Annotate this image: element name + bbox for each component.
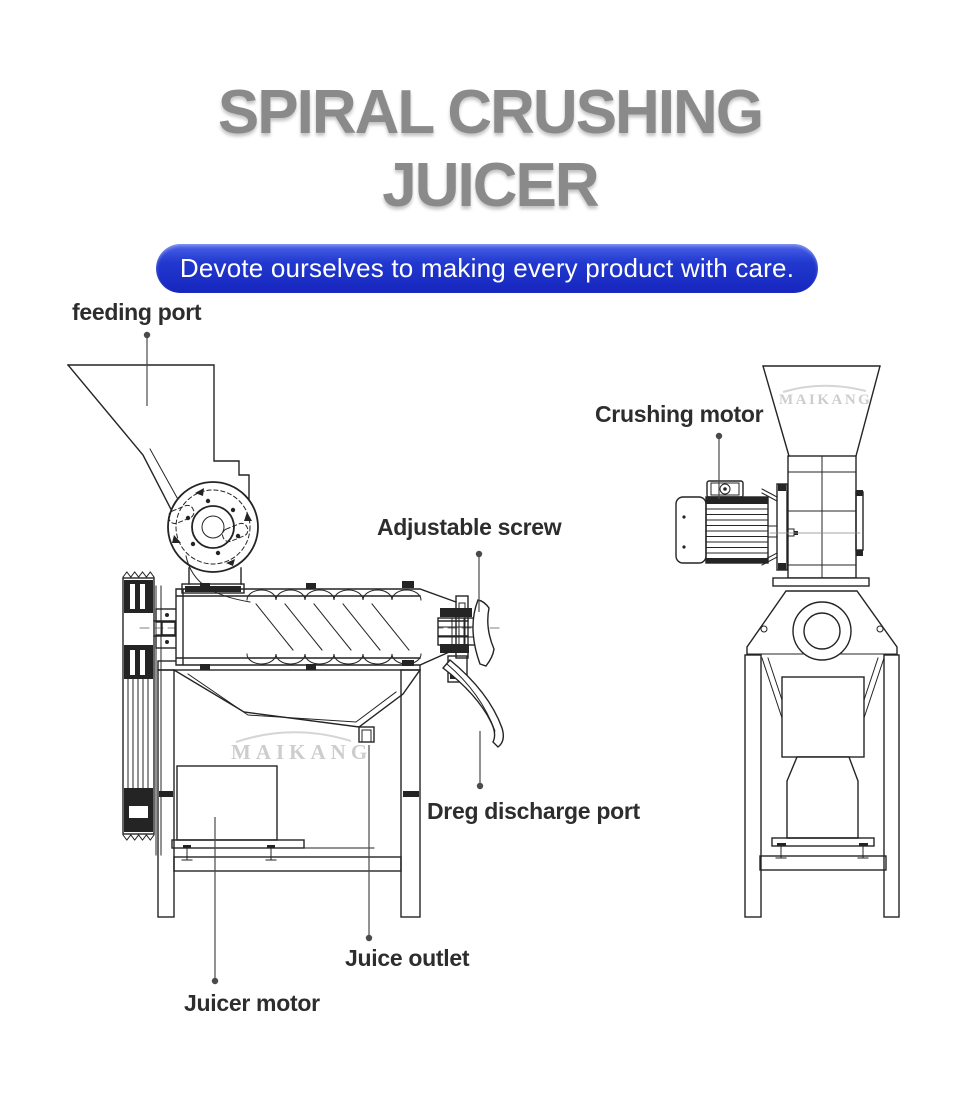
belt-pulley — [122, 571, 155, 841]
slogan-banner: Devote ourselves to making every product… — [156, 244, 818, 293]
label-crushing-motor: Crushing motor — [595, 401, 764, 427]
adjustable-screw-assembly — [437, 595, 495, 667]
crushing-motor-body — [675, 480, 861, 564]
label-dreg-discharge-port: Dreg discharge port — [427, 798, 640, 824]
page-title: SPIRAL CRUSHING JUICER — [0, 76, 980, 222]
watermarks: MAIKANG MAIKANG — [231, 384, 872, 764]
front-stand — [744, 577, 900, 918]
dreg-chute — [441, 655, 505, 748]
side-frame — [157, 660, 421, 918]
slogan-text: Devote ourselves to making every product… — [179, 253, 795, 283]
juicer-motor-box — [171, 765, 375, 861]
label-adjustable-screw: Adjustable screw — [377, 514, 562, 540]
label-juice-outlet: Juice outlet — [345, 945, 470, 971]
leader-lines — [143, 331, 723, 985]
side-view — [67, 364, 505, 918]
pulley-support — [155, 585, 162, 856]
press-barrel — [175, 555, 457, 670]
front-hopper — [762, 365, 881, 457]
crusher-disc — [167, 481, 259, 573]
label-feeding-port: feeding port — [72, 299, 202, 325]
front-view — [675, 365, 900, 918]
front-body — [761, 455, 864, 579]
title-line-2: JUICER — [382, 151, 599, 220]
juice-funnel — [173, 669, 421, 743]
watermark-side: MAIKANG — [231, 740, 372, 764]
title-line-1: SPIRAL CRUSHING — [217, 78, 764, 147]
watermark-front: MAIKANG — [779, 392, 872, 408]
label-juicer-motor: Juicer motor — [184, 990, 320, 1016]
